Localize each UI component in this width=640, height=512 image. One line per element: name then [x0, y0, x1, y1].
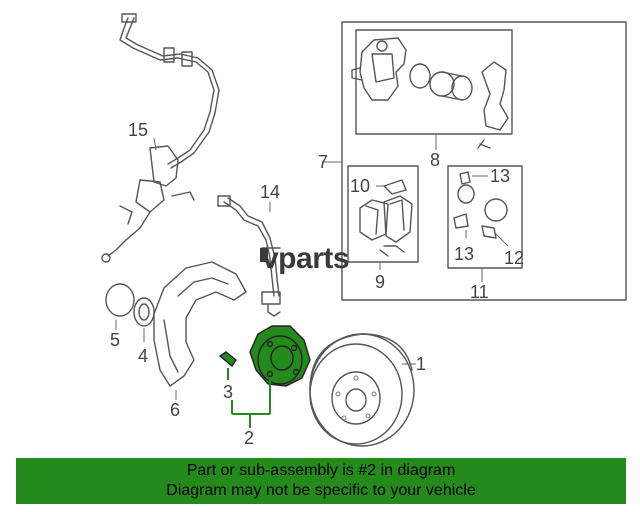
watermark-icon — [260, 248, 268, 262]
info-banner: Part or sub-assembly is #2 in diagram Di… — [16, 458, 626, 504]
o-ring[interactable] — [105, 283, 135, 317]
dust-shield[interactable] — [153, 261, 247, 387]
callout-12: 12 — [504, 248, 524, 268]
watermark: vparts — [262, 242, 349, 275]
callout-14: 14 — [260, 182, 280, 202]
caliper-assembly-group — [322, 21, 627, 301]
callout-4: 4 — [138, 346, 148, 366]
banner-line-1: Part or sub-assembly is #2 in diagram — [186, 462, 456, 479]
brake-pads[interactable] — [359, 195, 413, 257]
banner-line-2: Diagram may not be specific to your vehi… — [166, 482, 476, 499]
callout-8: 8 — [430, 150, 440, 170]
caliper-piston[interactable] — [429, 71, 473, 101]
slide-pin-kit-group — [447, 165, 523, 269]
piston-seal[interactable] — [409, 63, 431, 89]
wheel-hub-assembly[interactable] — [249, 325, 311, 387]
callout-leaders — [115, 134, 509, 428]
wheel-stud[interactable] — [218, 351, 237, 368]
caliper-bolt[interactable] — [477, 139, 491, 149]
callout-13-lower: 13 — [454, 244, 474, 264]
brake-rotor[interactable] — [309, 333, 415, 447]
pad-wear-indicator[interactable] — [376, 179, 407, 195]
brake-caliper[interactable] — [351, 37, 407, 101]
hub-bearing-seal[interactable] — [133, 297, 155, 327]
callout-9: 9 — [375, 272, 385, 292]
callout-2: 2 — [244, 428, 254, 448]
callout-6: 6 — [170, 400, 180, 420]
callout-1: 1 — [416, 354, 426, 374]
guide-pin-boot[interactable] — [453, 171, 471, 229]
callout-10: 10 — [350, 176, 370, 196]
pad-kit-group — [347, 165, 419, 263]
callout-15: 15 — [128, 120, 148, 140]
callout-13-upper: 13 — [490, 166, 510, 186]
callout-5: 5 — [110, 330, 120, 350]
callout-3: 3 — [223, 382, 233, 402]
guide-pin[interactable] — [481, 225, 497, 239]
slide-pin-seal[interactable] — [457, 184, 508, 222]
caliper-bracket[interactable] — [481, 61, 509, 131]
callout-7: 7 — [318, 152, 328, 172]
callout-11: 11 — [470, 282, 489, 302]
abs-sensor-wire[interactable] — [101, 13, 220, 263]
